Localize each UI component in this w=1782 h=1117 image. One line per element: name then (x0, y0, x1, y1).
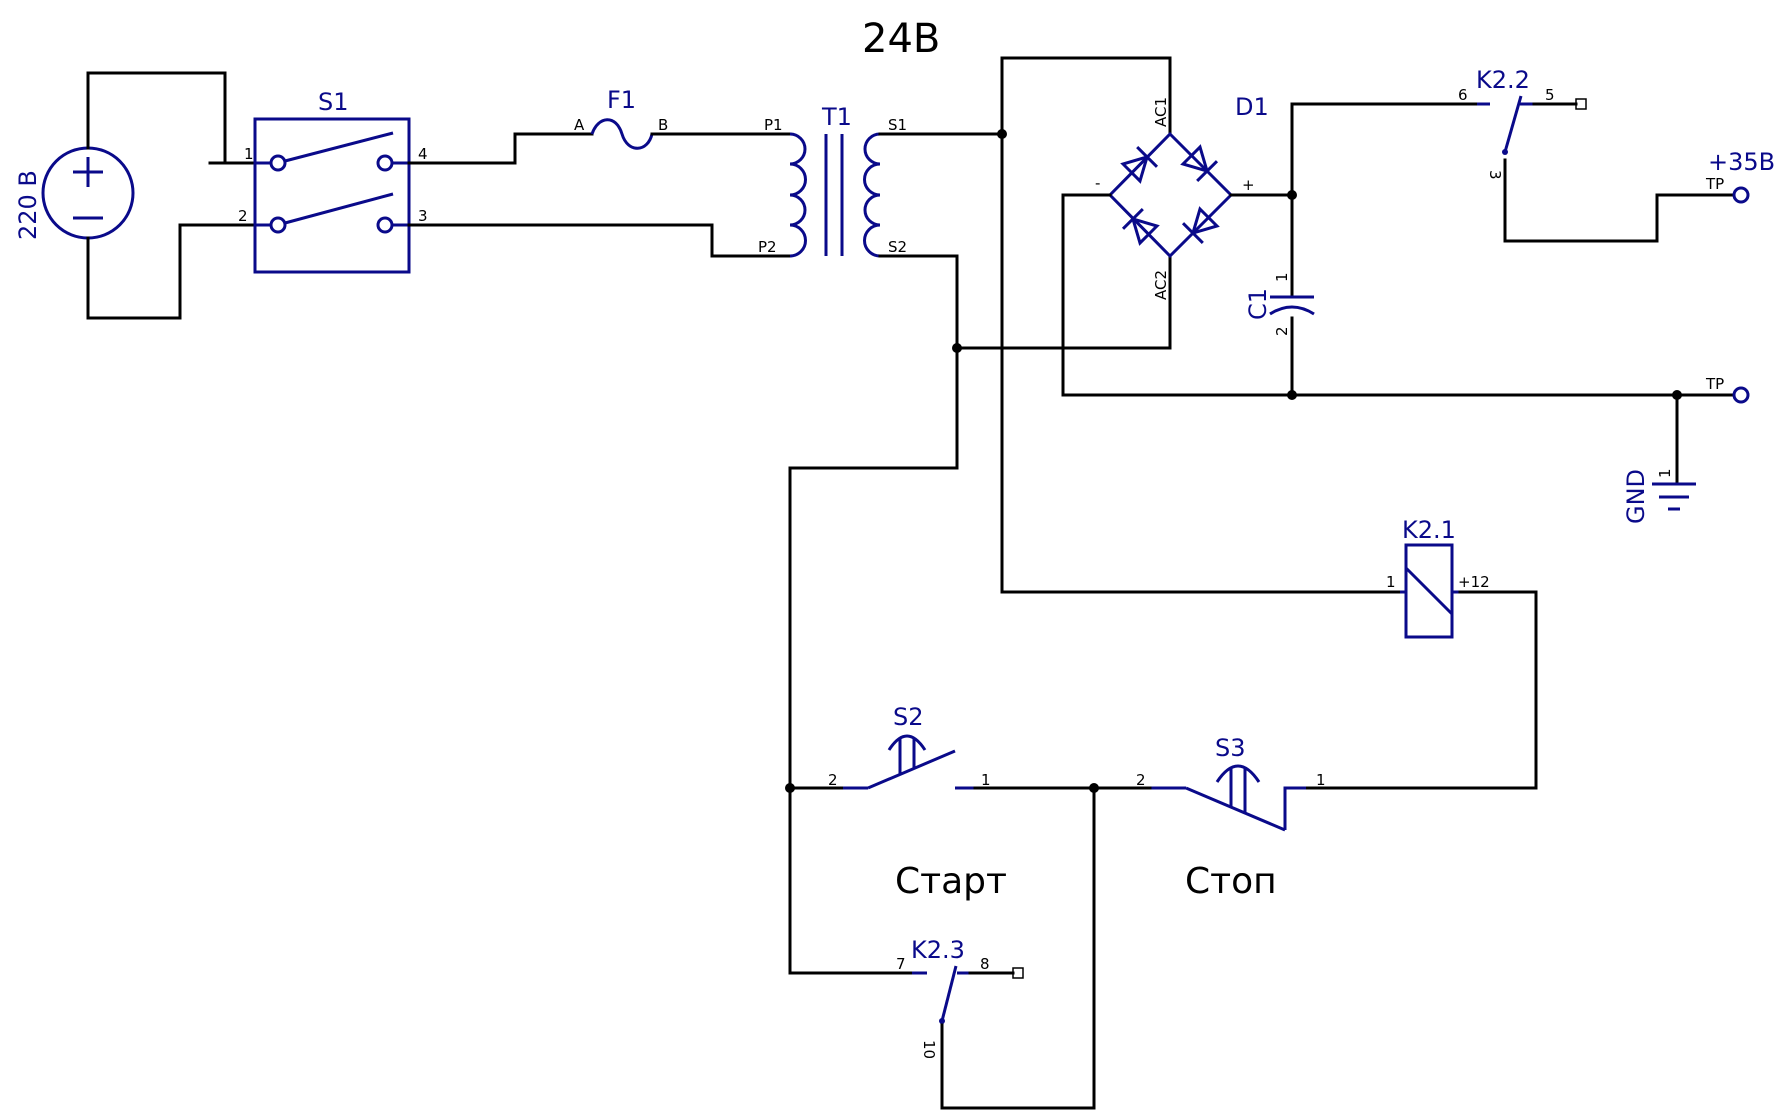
wire-s1-to-p2 (407, 223, 792, 258)
gnd-pin: 1 (1656, 468, 1674, 478)
k22-label: K2.2 (1476, 66, 1530, 94)
s1-pin1: 1 (244, 145, 254, 163)
t1-label: T1 (821, 103, 852, 131)
k22-pin5: 5 (1545, 86, 1555, 104)
k23-label: K2.3 (911, 936, 965, 964)
d1-ac1: AC1 (1152, 97, 1170, 127)
relay-contact-k23: K2.3 7 8 10 (896, 936, 1024, 1059)
wire-ac1 (1000, 56, 1172, 594)
t1-s2: S2 (888, 238, 907, 256)
t1-p1: P1 (764, 116, 783, 134)
source-label: 220 B (14, 170, 42, 240)
transformer-t1: T1 P1 P2 S1 S2 (758, 103, 907, 258)
fuse-f1: F1 A B (574, 86, 668, 150)
wire-s2-secondary (788, 254, 959, 790)
tp-35v-label: +35B (1708, 148, 1775, 176)
t1-s1: S1 (888, 116, 907, 134)
capacitor-c1: C1 1 2 (1244, 272, 1315, 336)
gnd-label: GND (1622, 469, 1650, 524)
c1-pin1: 1 (1273, 272, 1291, 282)
c1-label: C1 (1244, 288, 1272, 320)
ac-source: 220 B (14, 146, 135, 240)
stop-caption: Стоп (1185, 861, 1277, 902)
s1-pin4: 4 (418, 145, 428, 163)
ground-symbol-icon: GND 1 (1622, 468, 1696, 524)
k23-pin10: 10 (920, 1040, 938, 1059)
k23-pin8: 8 (980, 955, 990, 973)
wire-pos-rail (1290, 102, 1479, 197)
pushbutton-s3-stop[interactable]: S3 2 1 (1136, 734, 1326, 832)
s2-pin2: 2 (828, 771, 838, 789)
wire-source-bottom (86, 223, 257, 320)
f1-pin-b: B (658, 116, 668, 134)
relay-coil-k21: K2.1 1 +12 (1386, 516, 1490, 639)
d1-label: D1 (1235, 93, 1269, 121)
wire-s1-to-fuse (407, 132, 594, 165)
s2-pin1: 1 (981, 771, 991, 789)
k21-pin1: 1 (1386, 573, 1396, 591)
wire-ac2 (955, 254, 1172, 350)
bridge-rectifier-d1: D1 AC1 AC2 - + (1095, 93, 1269, 300)
f1-label: F1 (607, 86, 636, 114)
s2-label: S2 (893, 703, 924, 731)
wire-k21-to-s3 (1304, 590, 1538, 790)
wire-k22-to-tp (1503, 158, 1735, 243)
s1-label: S1 (318, 88, 349, 116)
pushbutton-s2-start[interactable]: S2 2 1 (828, 703, 991, 790)
s3-pin1: 1 (1316, 771, 1326, 789)
s1-pin2: 2 (238, 207, 248, 225)
wire-gnd-rail (1061, 193, 1679, 397)
k21-pin12: +12 (1458, 573, 1490, 591)
testpoint-gnd[interactable]: TP (1705, 375, 1750, 404)
junction-dot (1287, 390, 1297, 400)
s3-pin2: 2 (1136, 771, 1146, 789)
relay-contact-k22: K2.2 6 5 3 (1458, 66, 1587, 180)
d1-ac2: AC2 (1152, 270, 1170, 300)
t1-p2: P2 (758, 238, 777, 256)
k23-pin7: 7 (896, 955, 906, 973)
c1-pin2: 2 (1273, 326, 1291, 336)
wire-to-k23 (788, 786, 914, 975)
k21-label: K2.1 (1402, 516, 1456, 544)
tp-gnd-tp: TP (1705, 375, 1724, 393)
s3-label: S3 (1215, 734, 1246, 762)
wire-source-top (86, 71, 227, 165)
k22-pin3: 3 (1486, 170, 1504, 180)
wire-k23-loop (940, 1023, 1096, 1110)
testpoint-35v[interactable]: +35B TP (1705, 148, 1775, 204)
s1-pin3: 3 (418, 207, 428, 225)
start-caption: Старт (895, 861, 1007, 902)
f1-pin-a: A (574, 116, 585, 134)
d1-minus: - (1095, 174, 1100, 192)
tp-35v-tp: TP (1705, 175, 1724, 193)
d1-plus: + (1242, 176, 1255, 194)
title-label: 24B (862, 16, 940, 62)
switch-s1[interactable]: S1 1 2 3 4 (238, 88, 428, 274)
k22-pin6: 6 (1458, 86, 1468, 104)
